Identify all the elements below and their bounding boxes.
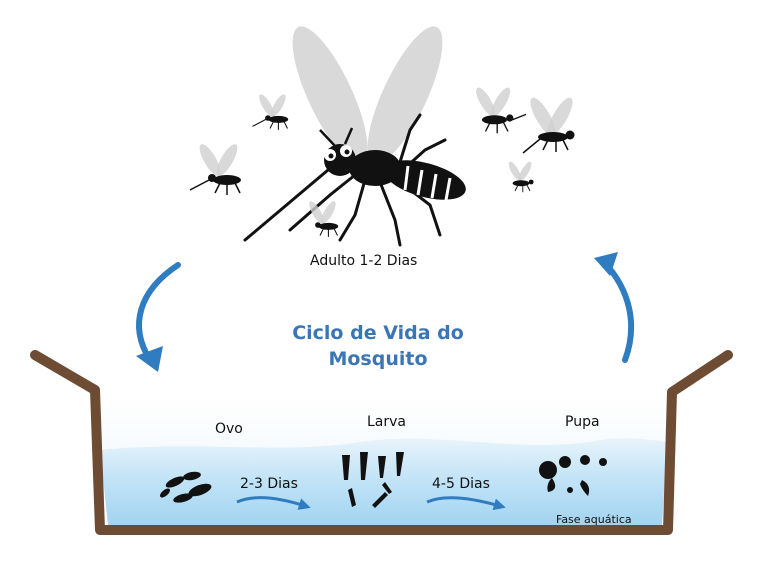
pupae-icon — [539, 455, 607, 496]
eggs-icon — [160, 471, 212, 503]
aquatic-phase-label: Fase aquática — [556, 513, 632, 526]
larvae-icon — [342, 452, 404, 508]
small-mosquito-icon — [476, 87, 527, 134]
egg-stage-label: Ovo — [215, 421, 243, 437]
arrow-larva-to-pupa — [426, 496, 506, 511]
title-line-2: Mosquito — [328, 348, 428, 370]
egg-to-larva-duration: 2-3 Dias — [240, 476, 298, 492]
pupa-stage-label: Pupa — [565, 414, 600, 430]
larva-to-pupa-duration: 4-5 Dias — [432, 476, 490, 492]
arrow-egg-to-larva — [236, 496, 311, 510]
larva-stage-label: Larva — [367, 414, 406, 430]
small-mosquito-icon — [522, 97, 575, 154]
water-container — [30, 350, 733, 535]
cycle-arrow-left — [136, 262, 181, 363]
title-line-1: Ciclo de Vida do — [292, 322, 464, 344]
small-mosquito-icon — [508, 161, 534, 193]
adult-stage-label: Adulto 1-2 Dias — [310, 253, 418, 269]
adult-mosquito-icon — [243, 26, 466, 247]
diagram-title: Ciclo de Vida do Mosquito — [268, 320, 488, 372]
cycle-arrow-right — [601, 259, 635, 363]
small-mosquito-icon — [252, 94, 289, 130]
small-mosquito-icon — [189, 144, 241, 195]
small-mosquito-icon — [309, 201, 339, 237]
